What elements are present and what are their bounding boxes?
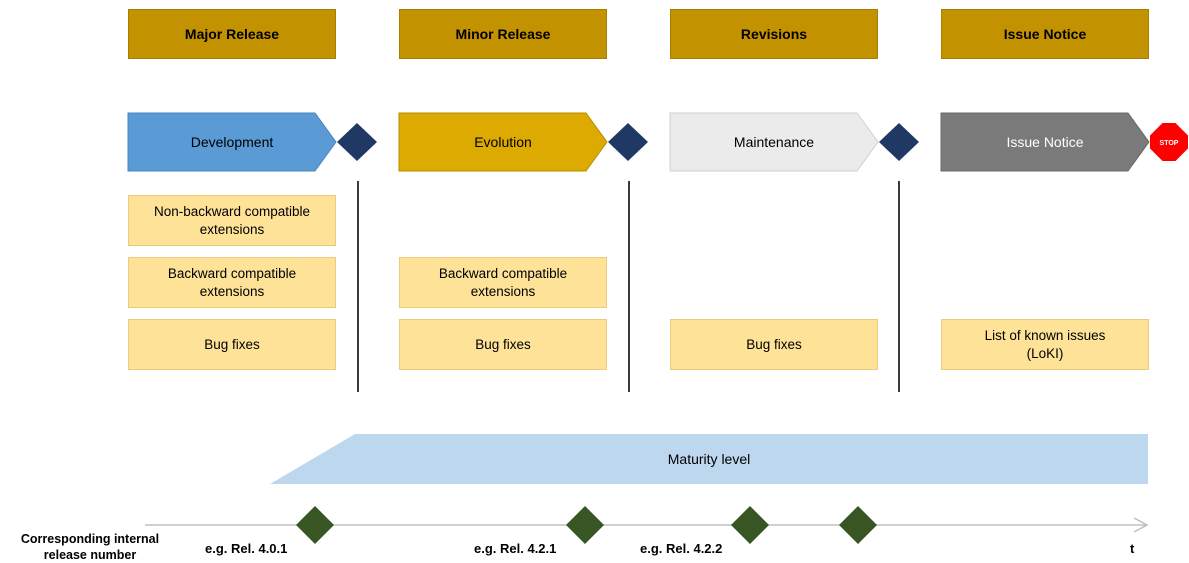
header-revisions: Revisions	[670, 9, 878, 59]
phase-label-issue-notice: Issue Notice	[1006, 134, 1084, 150]
release-label: e.g. Rel. 4.0.1	[205, 541, 288, 556]
header-issue-notice: Issue Notice	[941, 9, 1149, 59]
release-diamond-icon	[839, 506, 877, 544]
phase-row: STOP	[127, 112, 1188, 172]
stop-sign-icon: STOP	[1150, 123, 1188, 161]
evolution-phase-arrow	[398, 112, 608, 172]
task-text-line: Bug fixes	[475, 336, 531, 352]
task-text-line: List of known issues	[984, 327, 1106, 343]
phase-label-evolution: Evolution	[474, 134, 532, 150]
task-backward-compatible-extensions: Backward compatible extensions	[128, 257, 336, 308]
timeline-end-label: t	[1130, 541, 1135, 556]
milestone-diamond-icon	[879, 123, 919, 161]
task-text-line: (LoKI)	[1026, 345, 1064, 361]
phase-label-development: Development	[190, 134, 274, 150]
timeline-caption-line: Corresponding internal	[20, 532, 160, 546]
task-text-line: extensions	[470, 283, 536, 299]
maturity-level-band	[270, 434, 1148, 484]
task-backward-compatible-extensions: Backward compatible extensions	[399, 257, 607, 308]
timeline-caption-line: release number	[43, 547, 137, 562]
stop-sign-label: STOP	[1160, 140, 1179, 147]
release-diamond-icon	[566, 506, 604, 544]
task-text-line: extensions	[199, 283, 265, 299]
task-text-line: Non-backward compatible	[153, 203, 311, 219]
task-text-line: Bug fixes	[204, 336, 260, 352]
task-text-line: Bug fixes	[746, 336, 802, 352]
milestone-diamond-icon	[608, 123, 648, 161]
issue-notice-phase-arrow	[940, 112, 1150, 172]
phase-separator-line	[628, 181, 630, 392]
timeline-arrow-icon	[1133, 517, 1149, 533]
maintenance-phase-arrow	[669, 112, 879, 172]
task-text-line: Backward compatible	[167, 265, 297, 281]
task-bug-fixes: Bug fixes	[670, 319, 878, 370]
release-diamond-icon	[731, 506, 769, 544]
maturity-level-label: Maturity level	[667, 451, 751, 467]
milestone-diamond-icon	[337, 123, 377, 161]
timeline-caption: Corresponding internal release number	[4, 532, 176, 563]
phase-separator-line	[357, 181, 359, 392]
release-label: e.g. Rel. 4.2.1	[474, 541, 557, 556]
release-diamond-icon	[296, 506, 334, 544]
header-minor-release: Minor Release	[399, 9, 607, 59]
timeline-area	[145, 434, 1149, 544]
task-text-line: extensions	[199, 221, 265, 237]
task-list-of-known-issues: List of known issues (LoKI)	[941, 319, 1149, 370]
header-major-release: Major Release	[128, 9, 336, 59]
task-bug-fixes: Bug fixes	[128, 319, 336, 370]
phase-separator-line	[898, 181, 900, 392]
task-non-backward-compatible-extensions: Non-backward compatible extensions	[128, 195, 336, 246]
release-label: e.g. Rel. 4.2.2	[640, 541, 723, 556]
development-phase-arrow	[127, 112, 337, 172]
task-bug-fixes: Bug fixes	[399, 319, 607, 370]
task-text-line: Backward compatible	[438, 265, 568, 281]
phase-label-maintenance: Maintenance	[733, 134, 815, 150]
